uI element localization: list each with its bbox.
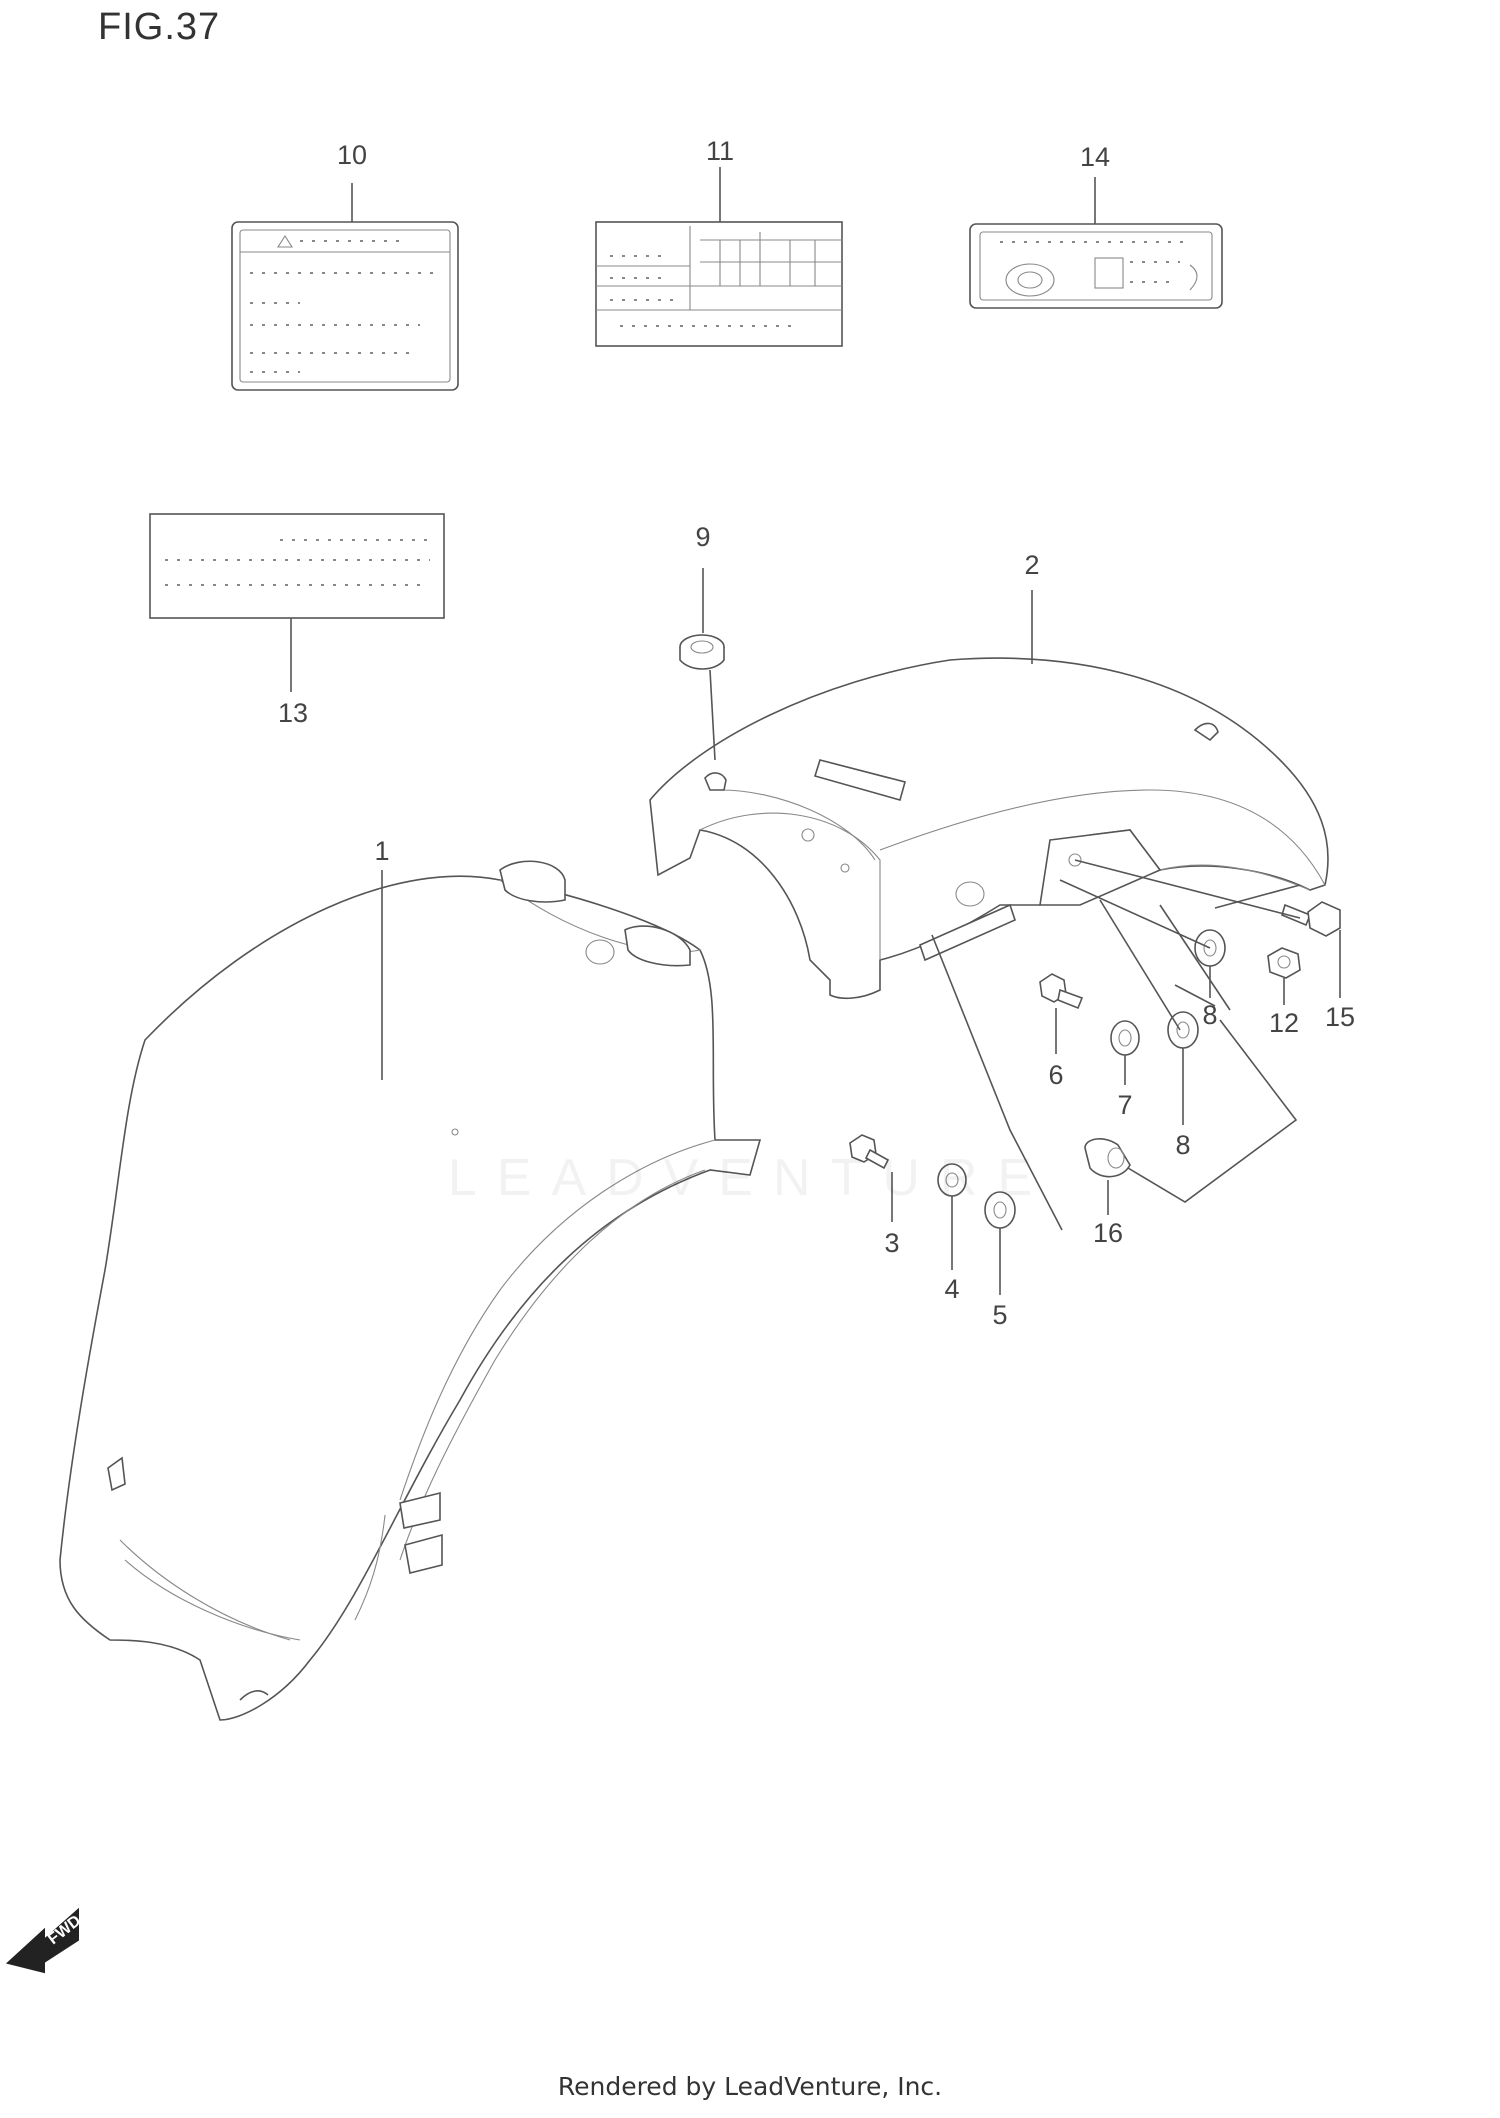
callout-14: 14: [1079, 142, 1111, 172]
callout-8-lower: 8: [1175, 1130, 1191, 1160]
callout-13: 13: [277, 698, 309, 728]
bolt-15: [1281, 901, 1341, 937]
grommet-10: [679, 634, 725, 670]
rear-fender-front-1: [59, 860, 762, 1721]
tire-label-14: [969, 223, 1223, 309]
callout-5: 5: [992, 1300, 1008, 1330]
callout-4: 4: [944, 1274, 960, 1304]
callout-2: 2: [1024, 550, 1040, 580]
callout-9: 12: [1268, 1008, 1300, 1038]
footer-credit: Rendered by LeadVenture, Inc.: [557, 2072, 943, 2101]
callout-leaders: [290, 167, 1341, 1295]
nut-9: [1267, 947, 1301, 979]
watermark: LEADVENTURE: [447, 1149, 1053, 1207]
callout-11: 10: [336, 140, 368, 170]
spec-label-12: [595, 221, 843, 347]
callout-3: 3: [884, 1228, 900, 1258]
assembly-lines: [709, 669, 1301, 1231]
figure-title: FIG.37: [98, 6, 221, 48]
callout-12: 11: [705, 136, 735, 166]
callout-8-upper: 8: [1202, 1000, 1218, 1030]
callout-15: 15: [1324, 1002, 1356, 1032]
rear-fender-rear-2: [649, 657, 1329, 1000]
warning-label-11: [231, 221, 459, 391]
bolt-6: [1039, 973, 1084, 1010]
bolt-3: [849, 1134, 890, 1170]
washer-4: [937, 1163, 967, 1197]
washer-7: [1110, 1020, 1140, 1056]
callout-1: 1: [374, 836, 390, 866]
collar-16: [1084, 1138, 1131, 1178]
plain-label-13: [149, 513, 445, 619]
callout-6: 6: [1048, 1060, 1064, 1090]
callout-16: 16: [1092, 1218, 1124, 1248]
callout-7: 7: [1117, 1090, 1133, 1120]
callout-10: 9: [695, 522, 711, 552]
forward-arrow-icon: FWD: [5, 1907, 84, 1974]
